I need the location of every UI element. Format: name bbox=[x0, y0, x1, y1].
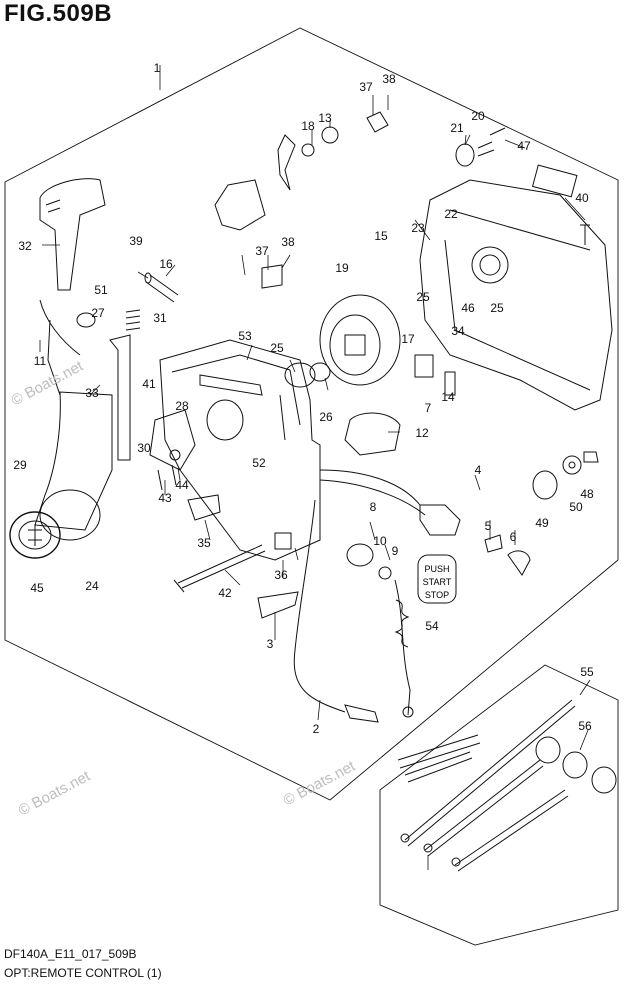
handle-lever bbox=[39, 178, 106, 291]
callout-40: 40 bbox=[575, 191, 589, 205]
callout-29: 29 bbox=[13, 458, 27, 472]
callout-45: 45 bbox=[30, 581, 44, 595]
buzzer bbox=[344, 412, 401, 456]
leader-lines bbox=[39, 65, 591, 870]
callout-38: 38 bbox=[281, 235, 295, 249]
callout-31: 31 bbox=[153, 311, 167, 325]
callout-46: 46 bbox=[461, 301, 475, 315]
callout-10: 10 bbox=[373, 534, 387, 548]
callout-5: 5 bbox=[485, 519, 492, 533]
callout-41: 41 bbox=[142, 377, 156, 391]
callout-1: 1 bbox=[154, 61, 161, 75]
cover-plate bbox=[419, 164, 613, 411]
shift-plate bbox=[319, 294, 401, 386]
callout-14: 14 bbox=[441, 390, 455, 404]
callout-30: 30 bbox=[137, 441, 151, 455]
callout-43: 43 bbox=[158, 491, 172, 505]
callout-9: 9 bbox=[392, 544, 399, 558]
start-stop-button-label: PUSH START STOP bbox=[423, 564, 452, 600]
callout-20: 20 bbox=[471, 109, 485, 123]
wire-harness bbox=[39, 299, 81, 396]
callout-13: 13 bbox=[318, 111, 332, 125]
callout-53: 53 bbox=[238, 329, 252, 343]
callout-numbers: 1234567891011121314151617181920212223242… bbox=[13, 61, 594, 736]
callout-19: 19 bbox=[335, 261, 349, 275]
figure-title: FIG.509B bbox=[4, 0, 113, 27]
cam-plate bbox=[149, 409, 196, 471]
callout-55: 55 bbox=[580, 665, 594, 679]
main-housing bbox=[159, 339, 321, 561]
callout-7: 7 bbox=[425, 401, 432, 415]
callout-33: 33 bbox=[85, 386, 99, 400]
callout-25: 25 bbox=[416, 290, 430, 304]
callout-16: 16 bbox=[159, 257, 173, 271]
start-stop-button-outline bbox=[417, 554, 457, 604]
lever-arm bbox=[9, 391, 113, 559]
callout-28: 28 bbox=[175, 399, 189, 413]
callout-35: 35 bbox=[197, 536, 211, 550]
callout-37: 37 bbox=[359, 80, 373, 94]
callout-37: 37 bbox=[255, 244, 269, 258]
callout-44: 44 bbox=[175, 478, 189, 492]
callout-17: 17 bbox=[401, 332, 415, 346]
callout-12: 12 bbox=[415, 426, 429, 440]
callout-11: 11 bbox=[34, 354, 47, 368]
assembly-outline bbox=[4, 27, 619, 801]
button-label-line: START bbox=[423, 577, 452, 587]
callout-25: 25 bbox=[270, 341, 284, 355]
callout-54: 54 bbox=[425, 619, 439, 633]
callout-50: 50 bbox=[569, 500, 583, 514]
callout-27: 27 bbox=[91, 306, 105, 320]
callout-51: 51 bbox=[94, 283, 108, 297]
callout-24: 24 bbox=[85, 579, 99, 593]
callout-39: 39 bbox=[129, 234, 143, 248]
callout-38: 38 bbox=[382, 72, 396, 86]
callout-52: 52 bbox=[252, 456, 266, 470]
callout-8: 8 bbox=[370, 500, 377, 514]
callout-6: 6 bbox=[510, 530, 517, 544]
callout-4: 4 bbox=[475, 463, 482, 477]
callout-32: 32 bbox=[18, 239, 32, 253]
key-switch bbox=[419, 504, 461, 536]
callout-34: 34 bbox=[451, 324, 465, 338]
bracket bbox=[109, 334, 131, 461]
button-label-line: STOP bbox=[425, 590, 449, 600]
callout-25: 25 bbox=[490, 301, 504, 315]
button-label-line: PUSH bbox=[424, 564, 449, 574]
callout-3: 3 bbox=[267, 637, 274, 651]
callout-49: 49 bbox=[535, 516, 549, 530]
kit-parts bbox=[397, 699, 617, 872]
callout-2: 2 bbox=[313, 722, 320, 736]
footer-description: OPT:REMOTE CONTROL (1) bbox=[4, 966, 162, 980]
callout-26: 26 bbox=[319, 410, 333, 424]
callout-48: 48 bbox=[580, 487, 594, 501]
callout-18: 18 bbox=[301, 119, 315, 133]
kit-outline bbox=[379, 664, 619, 946]
callout-23: 23 bbox=[411, 221, 425, 235]
footer-code: DF140A_E11_017_509B bbox=[4, 947, 137, 961]
callout-22: 22 bbox=[444, 207, 458, 221]
callout-21: 21 bbox=[450, 121, 464, 135]
callout-56: 56 bbox=[578, 719, 592, 733]
callout-15: 15 bbox=[374, 229, 388, 243]
callout-47: 47 bbox=[517, 139, 531, 153]
callout-36: 36 bbox=[274, 568, 288, 582]
callout-42: 42 bbox=[218, 586, 232, 600]
